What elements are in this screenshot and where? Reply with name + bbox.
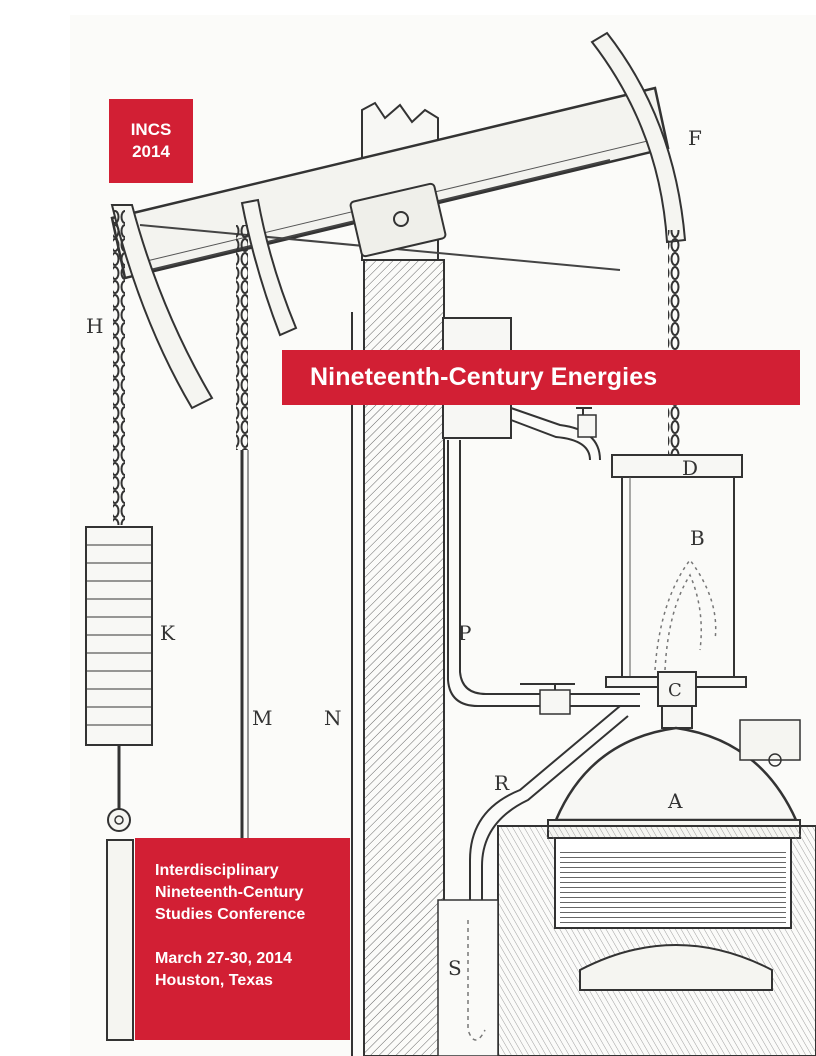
cylinder (605, 454, 747, 688)
label-d: D (682, 456, 698, 480)
badge-line2: 2014 (132, 142, 170, 161)
page-title: Nineteenth-Century Energies (310, 363, 658, 391)
label-s: S (448, 956, 462, 980)
conference-dates: March 27-30, 2014 (155, 950, 292, 967)
badge-line1: INCS (130, 120, 172, 139)
conference-name-line1: Interdisciplinary (155, 862, 279, 879)
label-r: R (494, 771, 510, 795)
label-n: N (324, 706, 342, 730)
title-banner: Nineteenth-Century Energies (282, 350, 800, 405)
conference-name-line3: Studies Conference (155, 906, 306, 923)
conference-location: Houston, Texas (155, 972, 273, 989)
conference-info-box: Interdisciplinary Nineteenth-Century Stu… (135, 838, 350, 1040)
label-p: P (458, 621, 471, 645)
conference-name-line2: Nineteenth-Century (155, 884, 304, 901)
chain-m (236, 225, 248, 450)
incs-badge: INCS 2014 (109, 99, 193, 183)
boiler (497, 726, 816, 1056)
label-m: M (252, 706, 272, 730)
chain-f (668, 230, 680, 465)
label-b: B (690, 526, 705, 550)
label-a: A (667, 789, 683, 813)
counterweight (85, 526, 153, 746)
arch-head-middle (240, 198, 298, 337)
arch-head-left (110, 204, 214, 410)
label-h: H (86, 314, 103, 338)
chain-h (113, 210, 125, 525)
label-f: F (688, 126, 702, 150)
label-k: K (160, 621, 176, 645)
label-c: C (668, 680, 682, 701)
